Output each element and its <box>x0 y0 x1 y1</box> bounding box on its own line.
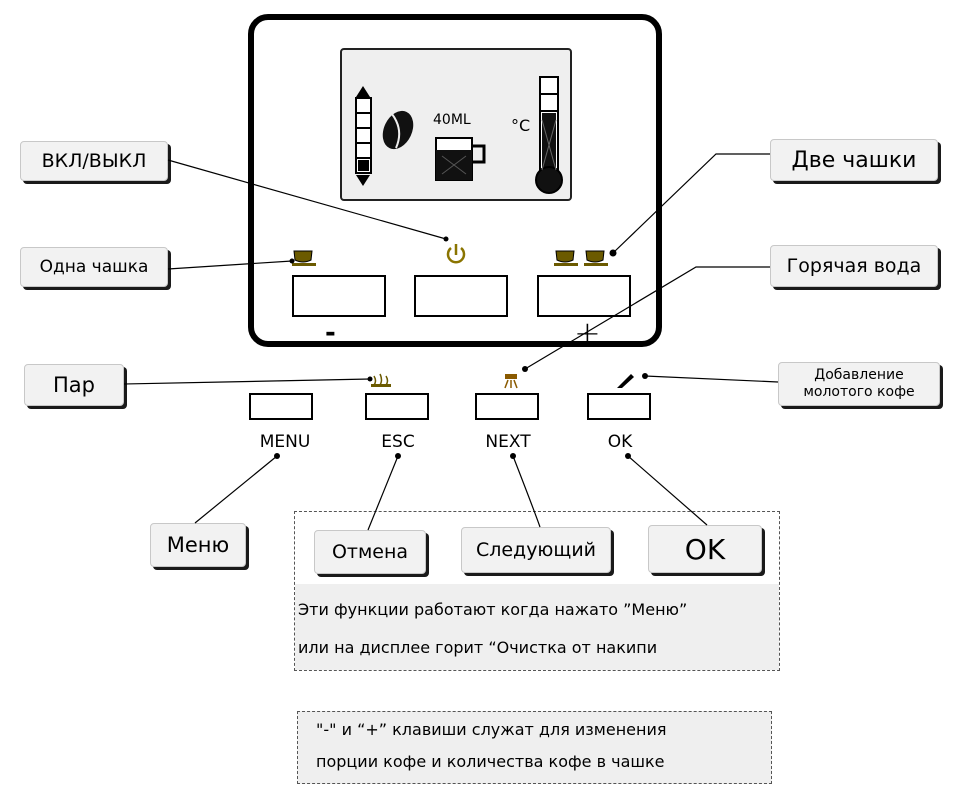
next-key-label: NEXT <box>485 432 531 452</box>
esc-key[interactable] <box>365 393 429 420</box>
lcd-volume-label: 40ML <box>433 112 471 128</box>
hot-water-callout: Горячая вода <box>770 245 938 287</box>
next-callout: Следующий <box>461 527 611 573</box>
plusminus-note-box <box>297 711 772 784</box>
thermometer-icon <box>535 76 563 194</box>
menu-callout: Меню <box>150 523 246 567</box>
next-key[interactable] <box>475 393 539 420</box>
power-callout: ВКЛ/ВЫКЛ <box>20 141 168 181</box>
esc-key-label: ESC <box>381 432 415 452</box>
menu-key-label: MENU <box>259 432 311 452</box>
menu-key[interactable] <box>249 393 313 420</box>
one-cup-callout: Одна чашка <box>20 247 168 287</box>
functions-note-bg <box>295 584 779 670</box>
minus-key[interactable] <box>292 275 386 317</box>
minus-key-label: - <box>325 318 336 348</box>
ok-key[interactable] <box>587 393 651 420</box>
steam-callout: Пар <box>24 364 124 406</box>
one-cup-icon <box>292 250 316 266</box>
steam-icon <box>371 373 391 387</box>
hot-water-icon <box>504 374 518 389</box>
functions-note-line2: или на дисплее горит “Очистка от накипи <box>298 638 658 657</box>
plusminus-note-line2: порции кофе и количества кофе в чашке <box>316 752 665 771</box>
ok-key-label: OK <box>607 432 633 452</box>
two-cups-callout: Две чашки <box>770 139 938 181</box>
lcd-temp-unit: °C <box>511 116 531 135</box>
power-icon <box>446 244 466 264</box>
ground-coffee-callout: Добавление молотого кофе <box>778 362 940 406</box>
plus-key-label: + <box>574 314 601 352</box>
power-key[interactable] <box>414 275 508 317</box>
two-cups-icon <box>554 250 608 266</box>
ground-coffee-icon <box>617 374 634 388</box>
functions-note-line1: Эти функции работают когда нажато ”Меню” <box>298 600 688 619</box>
coffee-bean-icon <box>382 110 414 150</box>
plusminus-note-line1: "-" и “+” клавиши служат для изменения <box>316 720 667 739</box>
plus-key[interactable] <box>537 275 631 317</box>
ok-callout: OK <box>648 525 762 573</box>
ground-coffee-callout-line2: молотого кофе <box>803 384 915 400</box>
cancel-callout: Отмена <box>314 530 426 574</box>
ground-coffee-callout-line1: Добавление <box>814 367 904 383</box>
